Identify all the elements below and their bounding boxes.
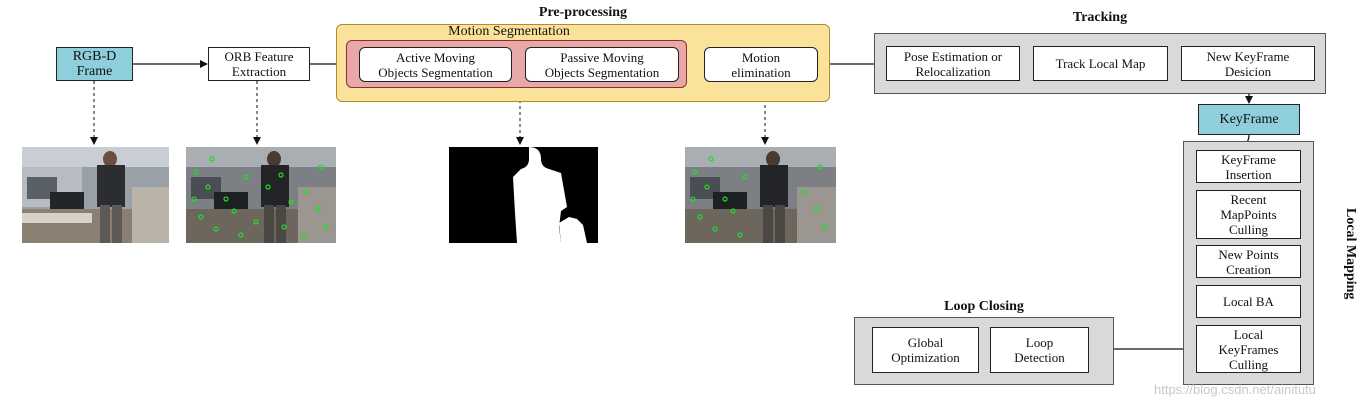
new-keyframe-decision-box: New KeyFrame Desicion <box>1181 46 1315 81</box>
motion-segmentation-title: Motion Segmentation <box>448 24 570 39</box>
orb-feature-box: ORB Feature Extraction <box>208 47 310 81</box>
motion-elimination-image <box>685 147 836 243</box>
local-mapping-title: Local Mapping <box>1343 208 1358 300</box>
segmentation-mask-image <box>449 147 598 243</box>
global-optimization-box: Global Optimization <box>872 327 979 373</box>
tracking-title: Tracking <box>1072 10 1128 25</box>
local-ba-box: Local BA <box>1196 285 1301 318</box>
recent-mappoints-box: Recent MapPoints Culling <box>1196 190 1301 239</box>
new-points-box: New Points Creation <box>1196 245 1301 278</box>
preprocessing-title: Pre-processing <box>538 5 628 20</box>
orb-features-image <box>186 147 336 243</box>
keyframe-box: KeyFrame <box>1198 104 1300 135</box>
track-local-map-box: Track Local Map <box>1033 46 1168 81</box>
rgb-frame-image <box>22 147 169 243</box>
keyframe-insertion-box: KeyFrame Insertion <box>1196 150 1301 183</box>
active-moving-box: Active Moving Objects Segmentation <box>359 47 512 82</box>
pose-estimation-box: Pose Estimation or Relocalization <box>886 46 1020 81</box>
loop-closing-title: Loop Closing <box>944 299 1024 314</box>
passive-moving-box: Passive Moving Objects Segmentation <box>525 47 679 82</box>
watermark: https://blog.csdn.net/ainitutu <box>1154 382 1316 397</box>
local-keyframes-culling-box: Local KeyFrames Culling <box>1196 325 1301 373</box>
motion-elimination-box: Motion elimination <box>704 47 818 82</box>
rgbd-frame-box: RGB-D Frame <box>56 47 133 81</box>
loop-detection-box: Loop Detection <box>990 327 1089 373</box>
